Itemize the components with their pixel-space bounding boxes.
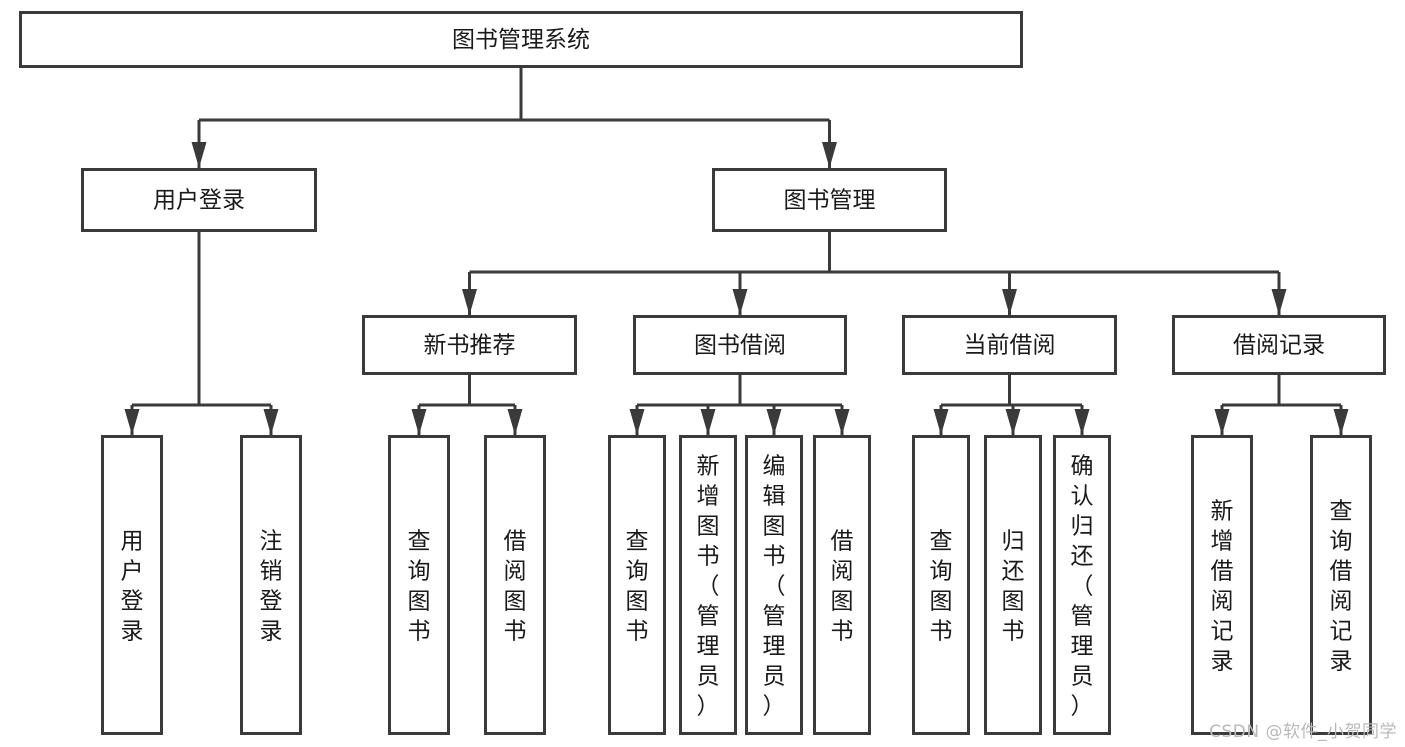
node-leaf-borrow-book-label: 借阅图书 bbox=[831, 528, 854, 644]
node-borrow-record-box bbox=[1172, 315, 1386, 375]
arrow-head-icon bbox=[1333, 409, 1349, 435]
node-leaf-add-borrow-record[interactable]: 新增借阅记录 bbox=[1191, 435, 1253, 735]
node-leaf-borrow-book-recommend[interactable]: 借阅图书 bbox=[484, 435, 546, 735]
node-leaf-return-book[interactable]: 归还图书 bbox=[984, 435, 1042, 735]
node-book-borrow-box bbox=[633, 315, 847, 375]
arrow-head-icon bbox=[462, 289, 477, 315]
node-root[interactable]: 图书管理系统 bbox=[19, 11, 1023, 68]
node-leaf-add-book-admin-label: 新增图书（管理员） bbox=[697, 453, 720, 719]
node-leaf-query-borrow-record-label: 查询借阅记录 bbox=[1330, 498, 1353, 674]
node-book-borrow[interactable]: 图书借阅 bbox=[633, 315, 847, 375]
arrow-head-icon bbox=[1271, 289, 1287, 315]
node-new-book-recommend[interactable]: 新书推荐 bbox=[362, 315, 577, 375]
watermark-label: CSDN @软件_小贺同学 bbox=[1209, 722, 1397, 742]
node-book-management-label: 图书管理 bbox=[784, 188, 876, 214]
arrow-head-icon bbox=[766, 409, 782, 435]
node-leaf-query-book-recommend[interactable]: 查询图书 bbox=[388, 435, 450, 735]
node-book-management-box bbox=[712, 168, 947, 232]
node-leaf-query-book-recommend-box bbox=[388, 435, 450, 735]
node-leaf-add-book-admin-box bbox=[679, 435, 737, 735]
arrow-head-icon bbox=[834, 409, 850, 435]
node-leaf-query-book-current-box bbox=[912, 435, 970, 735]
node-leaf-logout-login[interactable]: 注销登录 bbox=[240, 435, 302, 735]
node-user-login-label: 用户登录 bbox=[153, 188, 245, 214]
arrow-head-icon bbox=[411, 409, 427, 435]
node-leaf-query-book-recommend-label: 查询图书 bbox=[408, 528, 431, 644]
node-leaf-edit-book-admin-label: 编辑图书（管理员） bbox=[763, 453, 786, 719]
node-leaf-add-borrow-record-label: 新增借阅记录 bbox=[1211, 498, 1234, 674]
node-leaf-confirm-return-admin[interactable]: 确认归还（管理员） bbox=[1053, 435, 1111, 735]
node-leaf-return-book-label: 归还图书 bbox=[1002, 528, 1025, 644]
node-leaf-query-book-current-label: 查询图书 bbox=[930, 528, 953, 644]
node-layer: 图书管理系统用户登录图书管理新书推荐图书借阅当前借阅借阅记录用户登录注销登录查询… bbox=[19, 11, 1386, 735]
node-leaf-confirm-return-admin-box bbox=[1053, 435, 1111, 735]
node-leaf-query-book-borrow[interactable]: 查询图书 bbox=[608, 435, 666, 735]
node-user-login[interactable]: 用户登录 bbox=[81, 168, 317, 232]
node-leaf-add-book-admin[interactable]: 新增图书（管理员） bbox=[679, 435, 737, 735]
node-current-borrow-box bbox=[902, 315, 1117, 375]
node-book-borrow-label: 图书借阅 bbox=[694, 333, 786, 359]
arrow-head-icon bbox=[700, 409, 716, 435]
node-leaf-add-borrow-record-box bbox=[1191, 435, 1253, 735]
node-leaf-confirm-return-admin-label: 确认归还（管理员） bbox=[1071, 453, 1094, 719]
node-root-label: 图书管理系统 bbox=[452, 27, 590, 53]
arrow-head-icon bbox=[191, 142, 207, 168]
node-leaf-query-book-borrow-box bbox=[608, 435, 666, 735]
node-leaf-logout-login-box bbox=[240, 435, 302, 735]
arrow-head-icon bbox=[822, 142, 837, 168]
node-leaf-return-book-box bbox=[984, 435, 1042, 735]
connector-layer bbox=[124, 68, 1349, 435]
node-book-management[interactable]: 图书管理 bbox=[712, 168, 947, 232]
arrow-head-icon bbox=[1005, 409, 1021, 435]
node-leaf-query-book-borrow-label: 查询图书 bbox=[626, 528, 649, 644]
arrow-head-icon bbox=[263, 409, 279, 435]
arrow-head-icon bbox=[1074, 409, 1090, 435]
arrow-head-icon bbox=[933, 409, 949, 435]
arrow-head-icon bbox=[507, 409, 523, 435]
node-leaf-borrow-book[interactable]: 借阅图书 bbox=[813, 435, 871, 735]
node-new-book-recommend-box bbox=[362, 315, 577, 375]
node-current-borrow-label: 当前借阅 bbox=[964, 333, 1056, 359]
node-current-borrow[interactable]: 当前借阅 bbox=[902, 315, 1117, 375]
node-leaf-query-borrow-record-box bbox=[1310, 435, 1372, 735]
node-leaf-borrow-book-recommend-label: 借阅图书 bbox=[504, 528, 527, 644]
node-leaf-query-book-current[interactable]: 查询图书 bbox=[912, 435, 970, 735]
node-leaf-borrow-book-box bbox=[813, 435, 871, 735]
arrow-head-icon bbox=[1214, 409, 1230, 435]
node-borrow-record[interactable]: 借阅记录 bbox=[1172, 315, 1386, 375]
node-leaf-logout-login-label: 注销登录 bbox=[260, 528, 283, 644]
node-borrow-record-label: 借阅记录 bbox=[1233, 333, 1325, 359]
node-leaf-edit-book-admin[interactable]: 编辑图书（管理员） bbox=[745, 435, 803, 735]
arrow-head-icon bbox=[629, 409, 645, 435]
node-leaf-borrow-book-recommend-box bbox=[484, 435, 546, 735]
node-root-box bbox=[19, 11, 1023, 68]
node-leaf-user-login-box bbox=[101, 435, 163, 735]
node-leaf-edit-book-admin-box bbox=[745, 435, 803, 735]
node-user-login-box bbox=[81, 168, 317, 232]
node-leaf-user-login[interactable]: 用户登录 bbox=[101, 435, 163, 735]
arrow-head-icon bbox=[732, 289, 748, 315]
node-new-book-recommend-label: 新书推荐 bbox=[424, 333, 516, 359]
node-leaf-query-borrow-record[interactable]: 查询借阅记录 bbox=[1310, 435, 1372, 735]
arrow-head-icon bbox=[1002, 289, 1017, 315]
arrow-head-icon bbox=[124, 409, 140, 435]
node-leaf-user-login-label: 用户登录 bbox=[121, 528, 144, 644]
